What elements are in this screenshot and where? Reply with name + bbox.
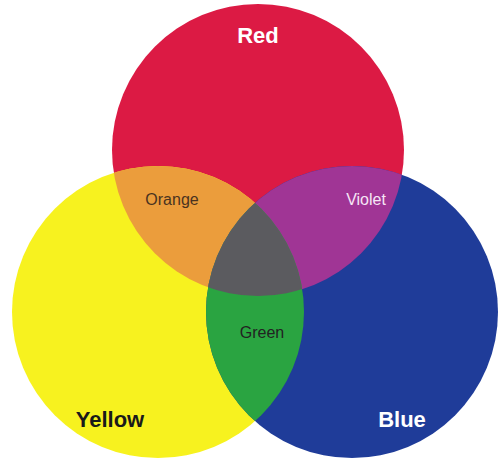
circle-label: Red <box>237 23 279 49</box>
text-holder: Red <box>237 23 279 49</box>
text-holder: Yellow <box>76 407 144 433</box>
mix-label: Violet <box>346 191 386 209</box>
label-holder: Green <box>240 324 284 342</box>
circle-label: Yellow <box>76 407 144 433</box>
center-region <box>112 4 404 296</box>
mix-label: Green <box>240 324 284 342</box>
circle-label: Blue <box>378 407 426 433</box>
label-holder: Orange <box>145 191 198 209</box>
mix-label: Orange <box>145 191 198 209</box>
text-holder: Blue <box>378 407 426 433</box>
label-holder: Violet <box>346 191 386 209</box>
